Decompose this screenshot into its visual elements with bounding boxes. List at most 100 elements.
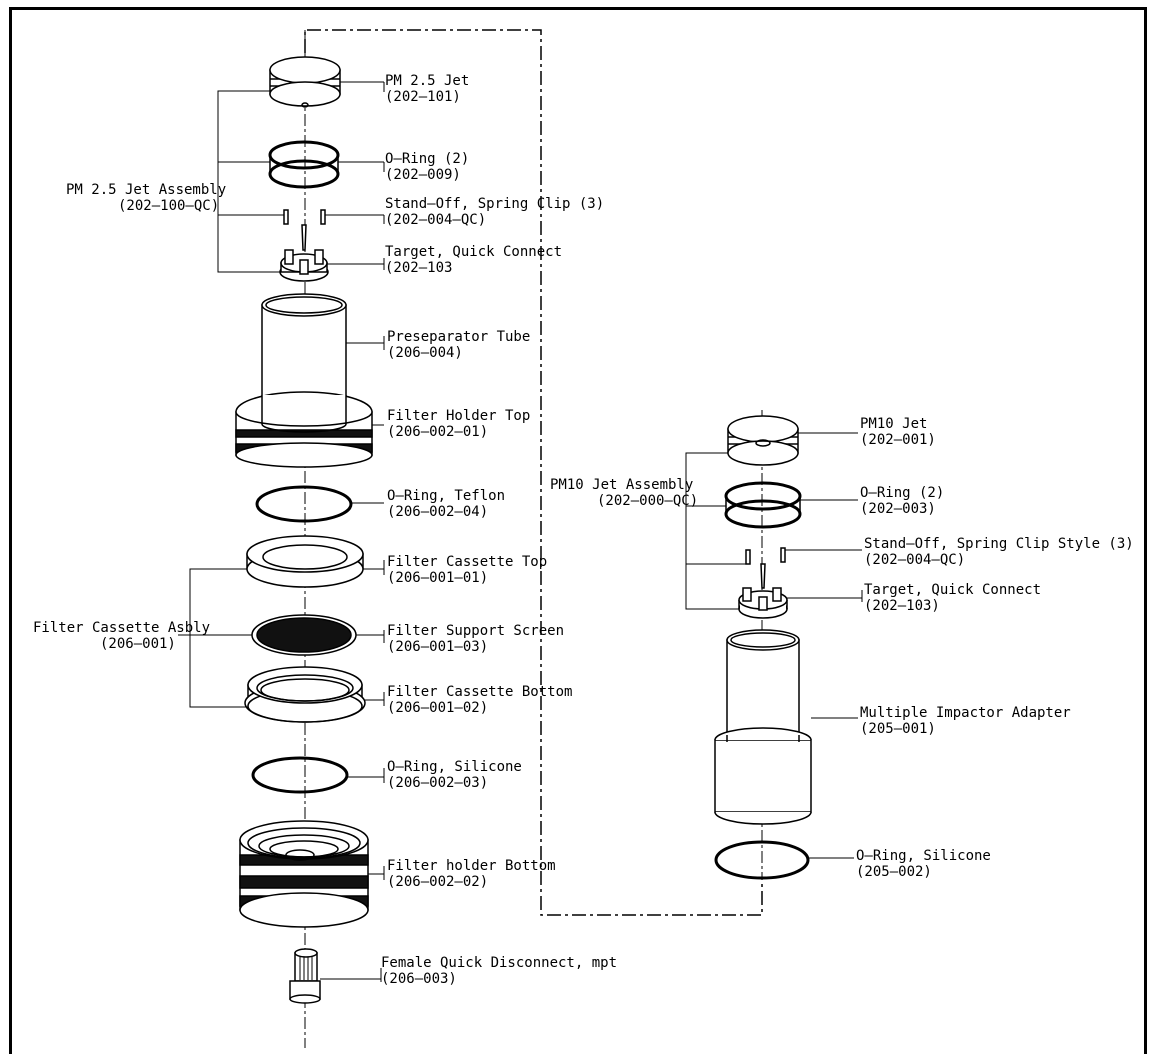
svg-text:(202–009): (202–009) bbox=[385, 167, 461, 183]
filter-holder-bottom-part bbox=[239, 820, 369, 928]
drawing-border bbox=[9, 7, 1147, 1054]
oring-silicone-a-label: O–Ring, Silicone bbox=[387, 759, 522, 775]
holder-bottom-part-number: (206–002–02) bbox=[387, 874, 488, 890]
svg-text:O–Ring, Silicone: O–Ring, Silicone bbox=[387, 759, 522, 775]
impactor-adapter-label: Multiple Impactor Adapter bbox=[860, 705, 1071, 721]
pm10-assembly-part-number: (202–000–QC) bbox=[597, 493, 698, 509]
svg-text:(206–001–03): (206–001–03) bbox=[387, 639, 488, 655]
svg-text:Stand–Off, Spring Clip (3): Stand–Off, Spring Clip (3) bbox=[385, 196, 604, 212]
standoff-b-part-number: (202–004–QC) bbox=[864, 552, 965, 568]
svg-text:(206–002–01): (206–002–01) bbox=[387, 424, 488, 440]
svg-text:PM10 Jet Assembly: PM10 Jet Assembly bbox=[550, 477, 693, 493]
pm25-assembly-bracket bbox=[217, 90, 284, 273]
svg-text:Preseparator Tube: Preseparator Tube bbox=[387, 329, 530, 345]
oring-teflon-part bbox=[255, 485, 353, 523]
oring-silicone-a-part bbox=[251, 756, 349, 794]
pm25-assembly-label: PM 2.5 Jet Assembly bbox=[66, 182, 226, 198]
svg-text:Target, Quick Connect: Target, Quick Connect bbox=[864, 582, 1041, 598]
target-b-part bbox=[738, 587, 788, 619]
multiple-impactor-adapter-part bbox=[714, 629, 812, 825]
svg-text:PM 2.5 Jet Assembly: PM 2.5 Jet Assembly bbox=[66, 182, 226, 198]
cassette-top-label: Filter Cassette Top bbox=[387, 554, 547, 570]
svg-text:Filter Support Screen: Filter Support Screen bbox=[387, 623, 564, 639]
svg-text:(206–001–01): (206–001–01) bbox=[387, 570, 488, 586]
svg-text:(206–002–02): (206–002–02) bbox=[387, 874, 488, 890]
svg-text:(206–002–03): (206–002–03) bbox=[387, 775, 488, 791]
pm25-jet-part-number: (202–101) bbox=[385, 89, 461, 105]
pm10-assembly-bracket bbox=[685, 452, 746, 610]
oring-silicone-b-part-number: (205–002) bbox=[856, 864, 932, 880]
svg-text:O–Ring, Silicone: O–Ring, Silicone bbox=[856, 848, 991, 864]
svg-text:Filter Cassette Asbly: Filter Cassette Asbly bbox=[33, 620, 210, 636]
svg-text:Target, Quick Connect: Target, Quick Connect bbox=[385, 244, 562, 260]
oring-silicone-a-part-number: (206–002–03) bbox=[387, 775, 488, 791]
svg-text:Filter Cassette Top: Filter Cassette Top bbox=[387, 554, 547, 570]
standoff-b-label: Stand–Off, Spring Clip Style (3) bbox=[864, 536, 1134, 552]
oring-silicone-b-label: O–Ring, Silicone bbox=[856, 848, 991, 864]
svg-text:(206–002–04): (206–002–04) bbox=[387, 504, 488, 520]
oring-silicone-b-part bbox=[714, 840, 810, 880]
filter-holder-top-label: Filter Holder Top bbox=[387, 408, 530, 424]
svg-text:(206–003): (206–003) bbox=[381, 971, 457, 987]
svg-text:Female Quick Disconnect, mpt: Female Quick Disconnect, mpt bbox=[381, 955, 617, 971]
svg-text:Filter holder Bottom: Filter holder Bottom bbox=[387, 858, 556, 874]
target-b-label: Target, Quick Connect bbox=[864, 582, 1041, 598]
cassette-assembly-bracket bbox=[178, 568, 252, 708]
pm25-jet-label: PM 2.5 Jet bbox=[385, 73, 469, 89]
svg-text:(206–001): (206–001) bbox=[100, 636, 176, 652]
oring-a-part-number: (202–009) bbox=[385, 167, 461, 183]
pm10-jet-part bbox=[727, 415, 799, 466]
impactor-adapter-part-number: (205–001) bbox=[860, 721, 936, 737]
svg-text:(202–000–QC): (202–000–QC) bbox=[597, 493, 698, 509]
cassette-bottom-part-number: (206–001–02) bbox=[387, 700, 488, 716]
left-labels: PM 2.5 Jet (202–101) O–Ring (2) (202–009… bbox=[33, 73, 617, 987]
filter-cassette-bottom-part bbox=[244, 666, 366, 723]
svg-text:(206–001–02): (206–001–02) bbox=[387, 700, 488, 716]
cassette-bottom-label: Filter Cassette Bottom bbox=[387, 684, 572, 700]
female-quick-disconnect-part bbox=[289, 948, 321, 1004]
svg-text:PM10 Jet: PM10 Jet bbox=[860, 416, 927, 432]
svg-text:(202–103: (202–103 bbox=[385, 260, 452, 276]
svg-text:O–Ring (2): O–Ring (2) bbox=[860, 485, 944, 501]
oring-a-label: O–Ring (2) bbox=[385, 151, 469, 167]
female-qd-label: Female Quick Disconnect, mpt bbox=[381, 955, 617, 971]
svg-text:O–Ring, Teflon: O–Ring, Teflon bbox=[387, 488, 505, 504]
preseparator-label: Preseparator Tube bbox=[387, 329, 530, 345]
filter-holder-top-part bbox=[235, 391, 373, 468]
oring-b-label: O–Ring (2) bbox=[860, 485, 944, 501]
svg-text:(202–004–QC): (202–004–QC) bbox=[864, 552, 965, 568]
pm10-jet-label: PM10 Jet bbox=[860, 416, 927, 432]
filter-cassette-top-part bbox=[246, 535, 364, 588]
cassette-assembly-label: Filter Cassette Asbly bbox=[33, 620, 210, 636]
right-labels: PM10 Jet (202–001) PM10 Jet Assembly (20… bbox=[550, 416, 1134, 880]
standoffs-a-part bbox=[283, 209, 326, 251]
pm10-jet-part-number: (202–001) bbox=[860, 432, 936, 448]
assembly-link-line bbox=[304, 29, 763, 916]
svg-text:(205–001): (205–001) bbox=[860, 721, 936, 737]
oring-teflon-label: O–Ring, Teflon bbox=[387, 488, 505, 504]
preseparator-part-number: (206–004) bbox=[387, 345, 463, 361]
pm25-assembly-part-number: (202–100–QC) bbox=[118, 198, 219, 214]
cassette-assembly-part-number: (206–001) bbox=[100, 636, 176, 652]
svg-text:(202–003): (202–003) bbox=[860, 501, 936, 517]
holder-bottom-label: Filter holder Bottom bbox=[387, 858, 556, 874]
filter-holder-top-part-number: (206–002–01) bbox=[387, 424, 488, 440]
right-leaders bbox=[785, 432, 863, 859]
svg-text:(202–103): (202–103) bbox=[864, 598, 940, 614]
support-screen-label: Filter Support Screen bbox=[387, 623, 564, 639]
target-a-part bbox=[279, 249, 329, 282]
female-qd-part-number: (206–003) bbox=[381, 971, 457, 987]
pm10-assembly-label: PM10 Jet Assembly bbox=[550, 477, 693, 493]
svg-text:(202–001): (202–001) bbox=[860, 432, 936, 448]
svg-text:(206–004): (206–004) bbox=[387, 345, 463, 361]
svg-text:O–Ring (2): O–Ring (2) bbox=[385, 151, 469, 167]
left-leaders bbox=[320, 81, 385, 982]
svg-text:Filter Cassette Bottom: Filter Cassette Bottom bbox=[387, 684, 572, 700]
svg-text:PM 2.5 Jet: PM 2.5 Jet bbox=[385, 73, 469, 89]
standoff-a-part-number: (202–004–QC) bbox=[385, 212, 486, 228]
svg-text:Filter Holder Top: Filter Holder Top bbox=[387, 408, 530, 424]
svg-text:Multiple Impactor Adapter: Multiple Impactor Adapter bbox=[860, 705, 1071, 721]
oring-b-part-number: (202–003) bbox=[860, 501, 936, 517]
oring-202-009-part bbox=[268, 140, 340, 189]
